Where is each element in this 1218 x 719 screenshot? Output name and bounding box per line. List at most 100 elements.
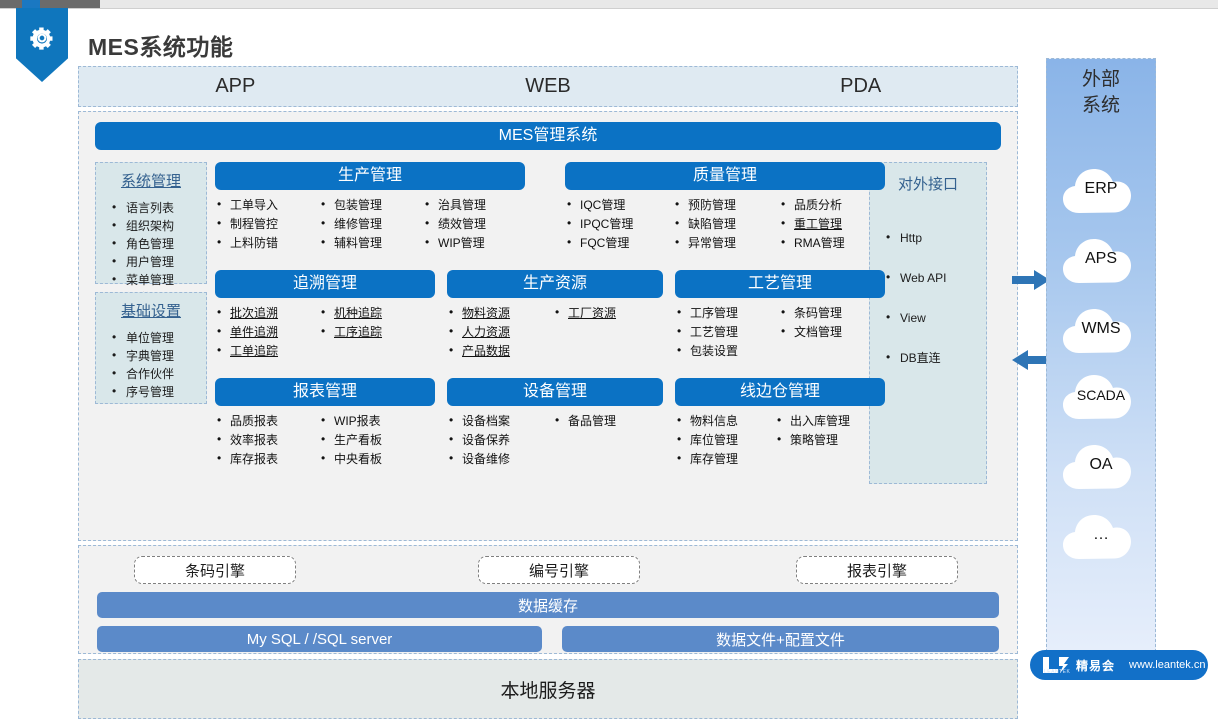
cloud-label: ERP <box>1084 180 1118 197</box>
list-item[interactable]: RMA管理 <box>779 233 879 253</box>
list-item[interactable]: 库存管理 <box>675 449 775 469</box>
module-production-resources[interactable]: 生产资源 物料资源 人力资源 产品数据 工厂资源 <box>447 270 663 361</box>
module-equipment-management[interactable]: 设备管理 设备档案 设备保养 设备维修 备品管理 <box>447 378 663 469</box>
list-item[interactable]: 制程管控 <box>215 214 319 234</box>
list-item[interactable]: 机种追踪 <box>319 303 423 323</box>
cloud-aps[interactable]: APS <box>1055 233 1147 285</box>
engine-barcode[interactable]: 条码引擎 <box>134 556 296 584</box>
cloud-erp[interactable]: ERP <box>1055 163 1147 215</box>
module-traceability-management[interactable]: 追溯管理 批次追溯 单件追溯 工单追踪 机种追踪 工序追踪 <box>215 270 435 361</box>
list-item[interactable]: 库存报表 <box>215 449 319 469</box>
list-item[interactable]: 工单导入 <box>215 195 319 215</box>
module-line-side-warehouse[interactable]: 线边仓管理 物料信息 库位管理 库存管理 出入库管理 策略管理 <box>675 378 885 469</box>
cloud-scada[interactable]: SCADA <box>1055 369 1147 421</box>
brand-logo[interactable]: 精易会 LEANTEK www.leantek.cn <box>1030 650 1208 680</box>
list-item[interactable]: 单位管理 <box>112 328 206 347</box>
page-title: MES系统功能 <box>88 34 234 60</box>
panel-basic-settings[interactable]: 基础设置 单位管理 字典管理 合作伙伴 序号管理 <box>95 292 207 404</box>
list-item[interactable]: 设备维修 <box>447 449 553 469</box>
list-item[interactable]: DB直连 <box>886 337 986 378</box>
list-item[interactable]: Http <box>886 217 986 258</box>
list-item[interactable]: 工艺管理 <box>675 322 779 342</box>
list-item[interactable]: 缺陷管理 <box>673 214 779 234</box>
data-cache-bar[interactable]: 数据缓存 <box>97 592 999 618</box>
module-quality-management[interactable]: 质量管理 IQC管理 IPQC管理 FQC管理 预防管理 缺陷管理 异常管理 品… <box>565 162 885 253</box>
list-item[interactable]: 异常管理 <box>673 233 779 253</box>
module-column: 包装管理 维修管理 辅料管理 <box>319 195 423 253</box>
list-item[interactable]: WIP管理 <box>423 233 523 253</box>
list-item[interactable]: 物料资源 <box>447 303 553 323</box>
list-item[interactable]: 重工管理 <box>779 214 879 234</box>
list-item[interactable]: 工序管理 <box>675 303 779 323</box>
panel-external-interface[interactable]: 对外接口 Http Web API View DB直连 <box>869 162 987 484</box>
database-bar[interactable]: My SQL / /SQL server <box>97 626 542 652</box>
engine-report[interactable]: 报表引擎 <box>796 556 958 584</box>
module-column: 品质分析 重工管理 RMA管理 <box>779 195 879 253</box>
panel-system-management[interactable]: 系统管理 语言列表 组织架构 角色管理 用户管理 菜单管理 视觉设置 <box>95 162 207 306</box>
module-process-management[interactable]: 工艺管理 工序管理 工艺管理 包装设置 条码管理 文档管理 <box>675 270 885 361</box>
module-title: 报表管理 <box>215 378 435 406</box>
list-item[interactable]: 用户管理 <box>112 252 206 271</box>
list-item[interactable]: 产品数据 <box>447 341 553 361</box>
list-item[interactable]: 出入库管理 <box>775 411 881 431</box>
module-production-management[interactable]: 生产管理 工单导入 制程管控 上料防错 包装管理 维修管理 辅料管理 治具管理 … <box>215 162 525 253</box>
module-report-management[interactable]: 报表管理 品质报表 效率报表 库存报表 WIP报表 生产看板 中央看板 <box>215 378 435 469</box>
cloud-more[interactable]: … <box>1055 509 1147 561</box>
engine-numbering[interactable]: 编号引擎 <box>478 556 640 584</box>
list-item[interactable]: 角色管理 <box>112 234 206 253</box>
cloud-oa[interactable]: OA <box>1055 439 1147 491</box>
list-item[interactable]: IQC管理 <box>565 195 673 215</box>
list-item[interactable]: IPQC管理 <box>565 214 673 234</box>
list-item[interactable]: 上料防错 <box>215 233 319 253</box>
list-item[interactable]: Web API <box>886 257 986 298</box>
list-item[interactable]: 品质分析 <box>779 195 879 215</box>
list-item[interactable]: 设备档案 <box>447 411 553 431</box>
list-item[interactable]: 批次追溯 <box>215 303 319 323</box>
list-item[interactable]: 人力资源 <box>447 322 553 342</box>
list-item[interactable]: 序号管理 <box>112 382 206 401</box>
list-item[interactable]: 合作伙伴 <box>112 364 206 383</box>
cloud-icon <box>1063 309 1131 353</box>
module-title: 线边仓管理 <box>675 378 885 406</box>
list-item[interactable]: 语言列表 <box>112 198 206 217</box>
module-column: 工单导入 制程管控 上料防错 <box>215 195 319 253</box>
cloud-wms[interactable]: WMS <box>1055 303 1147 355</box>
list-item[interactable]: 效率报表 <box>215 430 319 450</box>
list-item[interactable]: 策略管理 <box>775 430 881 450</box>
list-item[interactable]: 包装管理 <box>319 195 423 215</box>
list-item[interactable]: WIP报表 <box>319 411 423 431</box>
list-item[interactable]: 物料信息 <box>675 411 775 431</box>
list-item[interactable]: 菜单管理 <box>112 270 206 289</box>
module-title: 追溯管理 <box>215 270 435 298</box>
list-item[interactable]: 字典管理 <box>112 346 206 365</box>
list-item[interactable]: 文档管理 <box>779 322 879 342</box>
leantek-mark-icon <box>1043 657 1069 673</box>
strip-segment-left <box>0 0 22 8</box>
list-item[interactable]: 治具管理 <box>423 195 523 215</box>
list-item[interactable]: FQC管理 <box>565 233 673 253</box>
list-item[interactable]: 工序追踪 <box>319 322 423 342</box>
panel-title-external-interface: 对外接口 <box>897 176 958 193</box>
external-systems-column: 外部 系统 ERP APS WMS SCADA OA … <box>1046 58 1156 652</box>
list-item[interactable]: 生产看板 <box>319 430 423 450</box>
panel-title-system-management: 系统管理 <box>120 173 181 190</box>
list-item[interactable]: 工厂资源 <box>553 303 653 323</box>
list-item[interactable]: 组织架构 <box>112 216 206 235</box>
list-item[interactable]: 包装设置 <box>675 341 779 361</box>
list-item[interactable]: 工单追踪 <box>215 341 319 361</box>
list-item[interactable]: 预防管理 <box>673 195 779 215</box>
list-item[interactable]: 库位管理 <box>675 430 775 450</box>
data-files-bar[interactable]: 数据文件+配置文件 <box>562 626 999 652</box>
list-item[interactable]: 品质报表 <box>215 411 319 431</box>
list-item[interactable]: 辅料管理 <box>319 233 423 253</box>
list-item[interactable]: 条码管理 <box>779 303 879 323</box>
list-item[interactable]: 中央看板 <box>319 449 423 469</box>
list-item[interactable]: 备品管理 <box>553 411 653 431</box>
list-item[interactable]: 绩效管理 <box>423 214 523 234</box>
client-layer-bar: APP WEB PDA <box>78 66 1018 107</box>
list-item[interactable]: View <box>886 297 986 338</box>
list-item[interactable]: 维修管理 <box>319 214 423 234</box>
cloud-icon <box>1063 445 1131 489</box>
list-item[interactable]: 单件追溯 <box>215 322 319 342</box>
list-item[interactable]: 设备保养 <box>447 430 553 450</box>
